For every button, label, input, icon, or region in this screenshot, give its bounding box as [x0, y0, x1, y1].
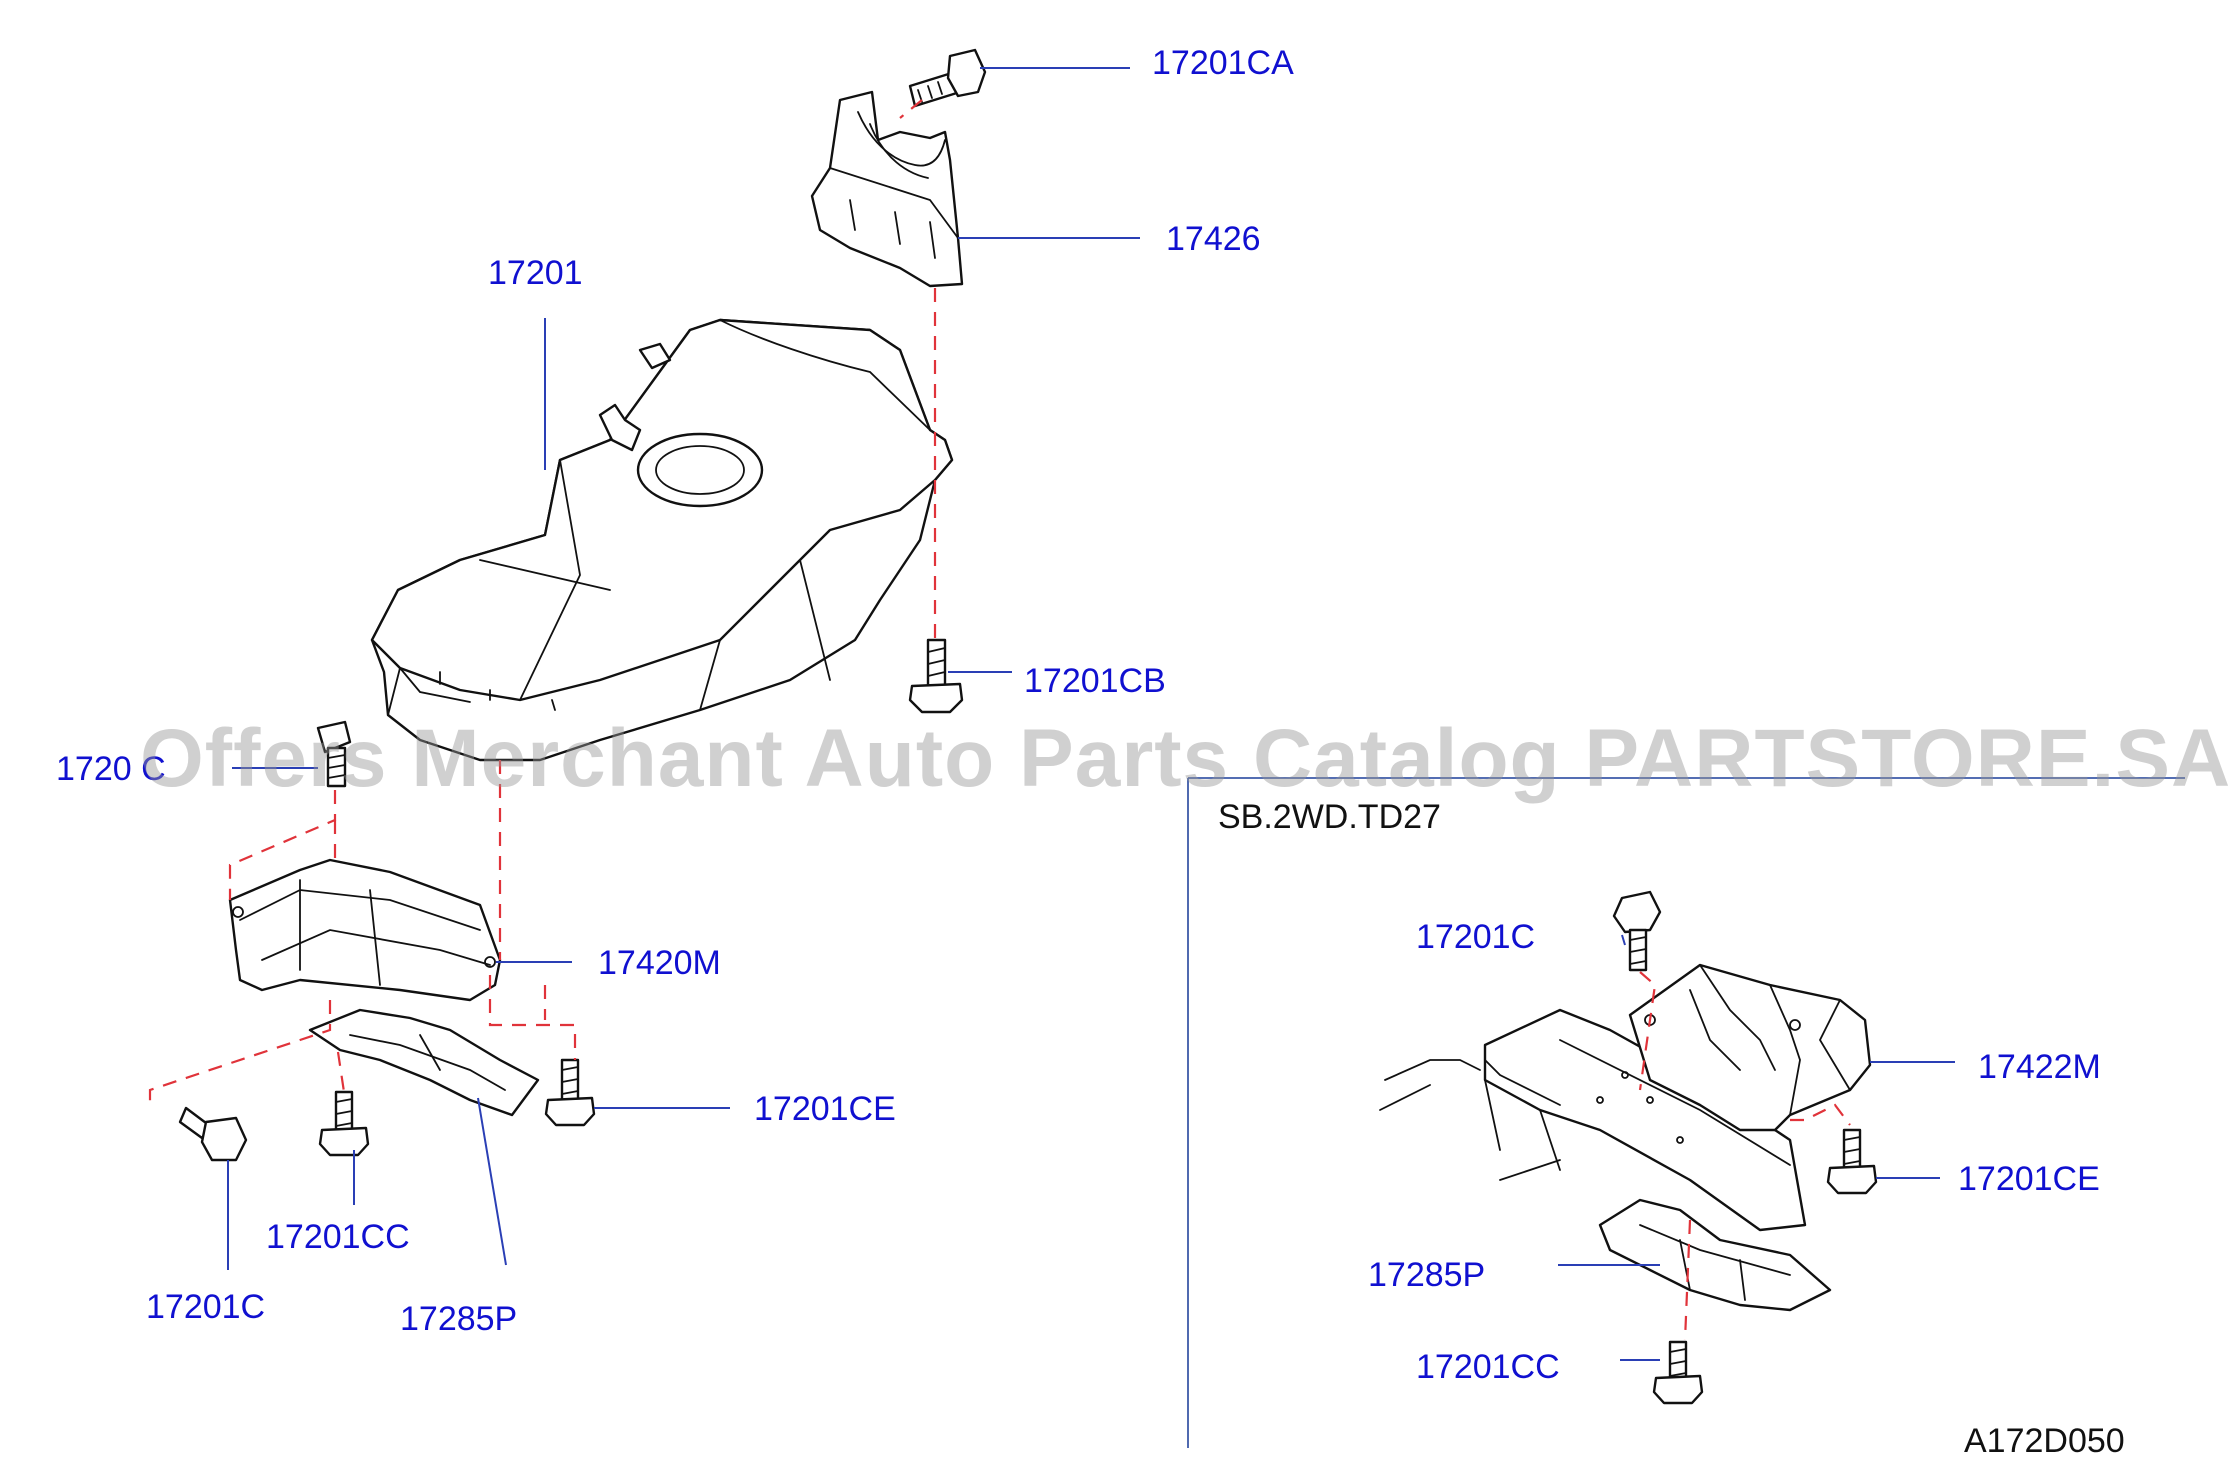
- bolt-17201C-upper[interactable]: [316, 720, 352, 788]
- bolt-17201CC-left[interactable]: [318, 1090, 370, 1157]
- label-17201CC-right[interactable]: 17201CC: [1416, 1348, 1560, 1386]
- fuel-tank-17201[interactable]: [370, 318, 954, 762]
- label-17426[interactable]: 17426: [1166, 220, 1261, 258]
- bracket-17420M[interactable]: [228, 858, 502, 1002]
- bolt-17201CC-right[interactable]: [1652, 1340, 1704, 1405]
- watermark: Offers Merchant Auto Parts Catalog PARTS…: [140, 713, 2230, 804]
- bolt-17201CE-left[interactable]: [544, 1058, 596, 1127]
- label-17201C-left[interactable]: 17201C: [146, 1288, 266, 1326]
- label-17422M[interactable]: 17422M: [1978, 1048, 2101, 1086]
- label-17201C-right[interactable]: 17201C: [1416, 918, 1536, 956]
- frame-rail-right[interactable]: [1379, 1008, 1807, 1232]
- label-17201CA[interactable]: 17201CA: [1152, 44, 1294, 82]
- variant-frame: [1187, 777, 2185, 1448]
- bolt-17201CB[interactable]: [908, 638, 964, 714]
- bracket-17426[interactable]: [810, 90, 964, 288]
- label-17201CE-right[interactable]: 17201CE: [1958, 1160, 2100, 1198]
- leader-lines: [227, 67, 1955, 1361]
- bolt-17201CA[interactable]: [908, 48, 987, 108]
- plate-17285P-left[interactable]: [308, 1008, 540, 1117]
- bolt-17201C-left[interactable]: [178, 1106, 248, 1162]
- bolt-17201CE-right[interactable]: [1826, 1128, 1878, 1195]
- label-17285P-left[interactable]: 17285P: [400, 1300, 518, 1338]
- alignment-guides-right: [1638, 971, 1851, 1341]
- bracket-17422M[interactable]: [1628, 963, 1872, 1132]
- label-17201CB[interactable]: 17201CB: [1024, 662, 1166, 700]
- bolt-17201C-right[interactable]: [1612, 890, 1662, 972]
- variant-title: SB.2WD.TD27: [1218, 798, 1441, 836]
- label-17285P-right[interactable]: 17285P: [1368, 1256, 1486, 1294]
- label-17420M[interactable]: 17420M: [598, 944, 721, 982]
- diagram-code: A172D050: [1964, 1422, 2125, 1460]
- label-17201[interactable]: 17201: [488, 254, 583, 292]
- label-17201CE-left[interactable]: 17201CE: [754, 1090, 896, 1128]
- alignment-guides-left: [148, 99, 937, 1110]
- label-17201C-upper[interactable]: 1720 C: [56, 750, 166, 788]
- plate-17285P-right[interactable]: [1598, 1198, 1832, 1312]
- label-17201CC-left[interactable]: 17201CC: [266, 1218, 410, 1256]
